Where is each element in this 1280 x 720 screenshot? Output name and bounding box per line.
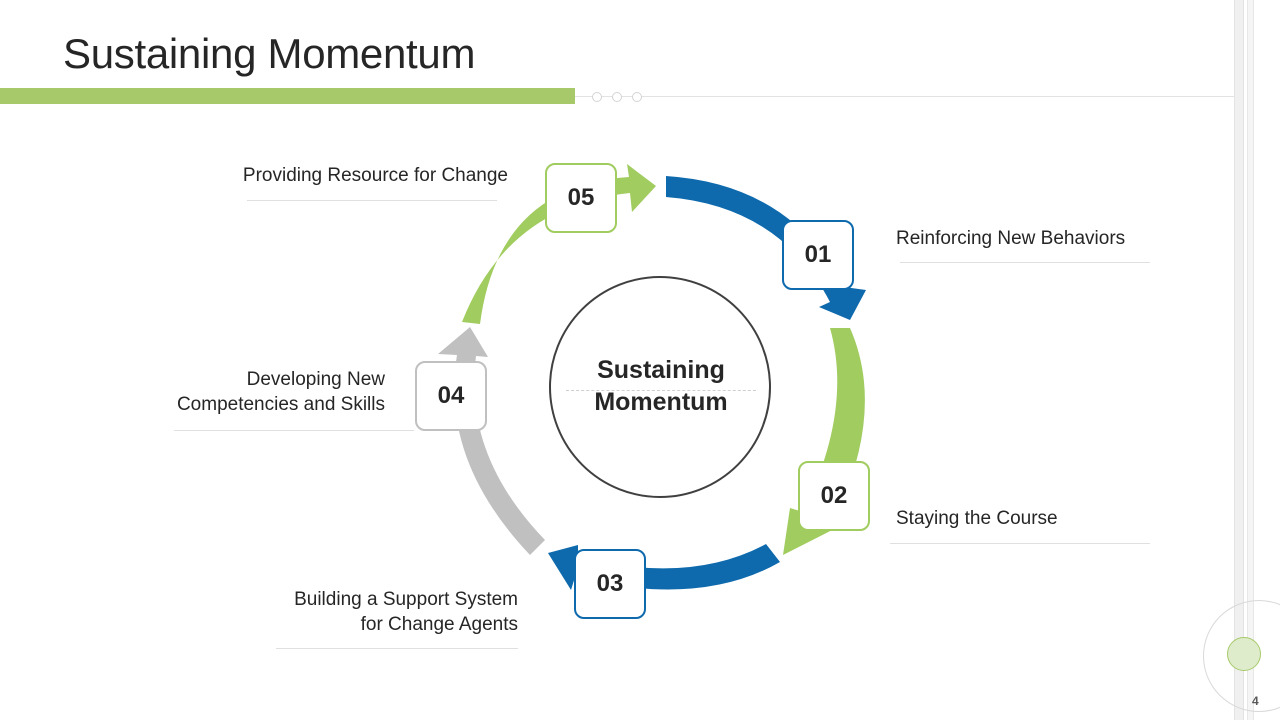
decorative-dot — [632, 92, 642, 102]
step-number-01: 01 — [782, 220, 854, 290]
step-number-05: 05 — [545, 163, 617, 233]
step-underline-01 — [900, 262, 1150, 263]
step-label-05: Providing Resource for Change — [242, 165, 508, 186]
step-label-03: Building a Support System for Change Age… — [238, 587, 518, 637]
side-rail — [1234, 0, 1244, 720]
center-divider — [566, 390, 756, 391]
step-label-04-line2: Competencies and Skills — [176, 394, 385, 415]
title-accent-bar — [0, 88, 575, 104]
step-label-04: Developing New Competencies and Skills — [110, 367, 385, 417]
step-underline-02 — [890, 543, 1150, 544]
decorative-circle — [1227, 637, 1261, 671]
side-rail — [1247, 0, 1254, 720]
page-number: 4 — [1252, 694, 1259, 708]
step-number-02: 02 — [798, 461, 870, 531]
step-underline-04 — [174, 430, 414, 431]
step-label-02: Staying the Course — [896, 508, 1058, 529]
center-label-line2: Momentum — [594, 388, 728, 416]
decorative-dot — [612, 92, 622, 102]
slide-title: Sustaining Momentum — [63, 30, 476, 77]
step-label-04-line1: Developing New — [246, 369, 385, 390]
step-underline-03 — [276, 648, 518, 649]
step-number-03: 03 — [574, 549, 646, 619]
step-label-03-line2: for Change Agents — [360, 614, 518, 635]
step-label-03-line1: Building a Support System — [294, 589, 518, 610]
center-label-line1: Sustaining — [597, 356, 725, 384]
step-number-04: 04 — [415, 361, 487, 431]
title-divider-line — [575, 96, 1237, 97]
decorative-dot — [592, 92, 602, 102]
cycle-arrow-01 — [666, 176, 866, 320]
step-underline-05 — [247, 200, 497, 201]
step-label-01: Reinforcing New Behaviors — [896, 228, 1126, 249]
cycle-arrow-02 — [783, 328, 865, 555]
center-circle — [549, 276, 771, 498]
center-label: Sustaining Momentum — [549, 354, 773, 418]
